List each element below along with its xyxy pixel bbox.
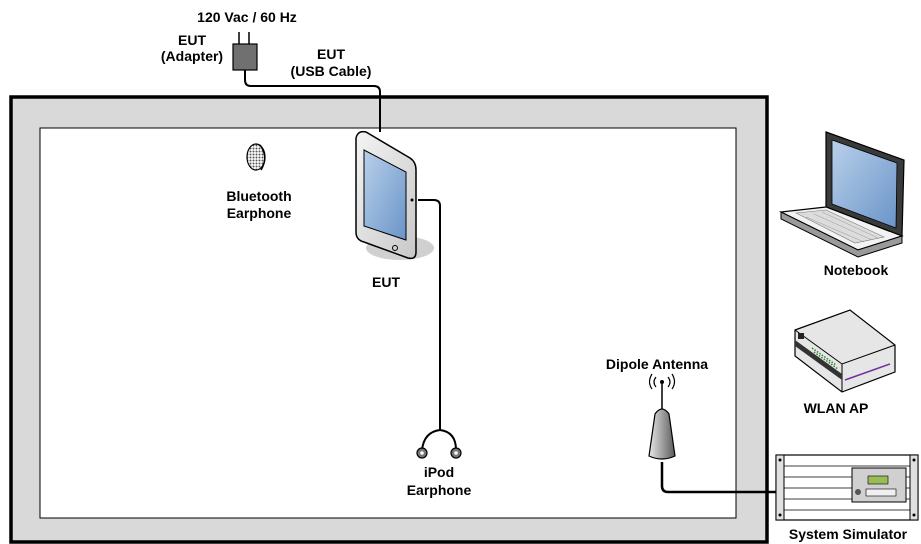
power-source-label: 120 Vac / 60 Hz xyxy=(197,9,297,25)
adapter-label-line2: (Adapter) xyxy=(161,48,223,64)
notebook-icon xyxy=(778,131,905,258)
dipole-antenna-icon xyxy=(648,373,676,460)
ipod-earphone-label-line2: Earphone xyxy=(407,482,472,498)
notebook-label: Notebook xyxy=(824,262,889,278)
dipole-antenna-label: Dipole Antenna xyxy=(606,356,708,372)
usb-cable xyxy=(244,70,381,132)
adapter-icon xyxy=(232,32,258,71)
ipod-earphone-icon xyxy=(416,429,462,459)
system-simulator-label: System Simulator xyxy=(789,526,908,542)
bluetooth-earphone-icon xyxy=(246,143,266,171)
adapter-label-line1: EUT xyxy=(178,32,206,48)
bluetooth-earphone-label-line2: Earphone xyxy=(227,205,292,221)
antenna-cable xyxy=(660,462,782,494)
wlan-ap-icon xyxy=(794,309,896,393)
usb-cable-label-line1: EUT xyxy=(317,46,345,62)
wlan-ap-label: WLAN AP xyxy=(804,400,869,416)
usb-cable-label-line2: (USB Cable) xyxy=(291,63,372,79)
ipod-earphone-label-line1: iPod xyxy=(424,464,454,480)
system-simulator-icon xyxy=(775,454,919,521)
eut-tablet-icon xyxy=(355,130,434,260)
eut-label: EUT xyxy=(372,274,400,290)
bluetooth-earphone-label-line1: Bluetooth xyxy=(226,188,291,204)
ipod-earphone-cable xyxy=(418,199,441,430)
